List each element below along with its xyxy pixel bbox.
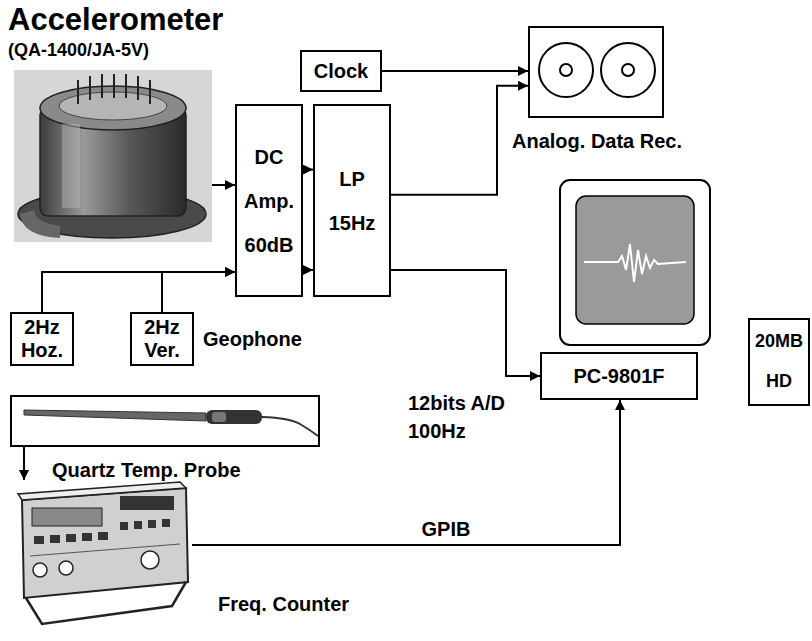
- frequency-counter-drawing-part: [82, 533, 92, 541]
- filter-box: LP 15Hz: [313, 104, 391, 297]
- counter-figure: Freq. Counter: [10, 480, 192, 625]
- monitor-drawing: [560, 180, 710, 345]
- frequency-counter-drawing-part: [30, 544, 180, 556]
- node-text: 2Hz Hoz.: [12, 316, 72, 362]
- accelerometer-photo-part: [113, 74, 115, 98]
- node-heading: Quartz Temp. Probe: [52, 459, 241, 482]
- node-heading: Analog. Data Rec.: [512, 130, 682, 153]
- clock-box: Clock: [300, 50, 382, 92]
- signal-connector: [391, 86, 528, 195]
- amplifier-box: DC Amp. 60dB: [235, 104, 303, 297]
- frequency-counter-drawing-part: [162, 519, 170, 527]
- node-text: PC-9801F: [573, 364, 664, 388]
- recorder-box: Analog. Data Rec.: [528, 26, 664, 118]
- frequency-counter-drawing-part: [120, 522, 128, 530]
- node-text: LP 15Hz: [315, 157, 389, 245]
- frequency-counter-drawing-part: [66, 534, 76, 542]
- accelerometer-photo-part: [149, 80, 151, 104]
- tape-reels-part: [601, 43, 655, 97]
- geophone-box: 2Hz Ver.: [130, 312, 194, 366]
- probe-box: Quartz Temp. Probe: [10, 395, 320, 447]
- signal-connector: [162, 272, 235, 312]
- temperature-probe-drawing: [24, 410, 318, 436]
- node-heading: Freq. Counter: [218, 593, 349, 616]
- accelerometer-photo-part: [62, 124, 80, 208]
- accelerometer-photo: [14, 70, 212, 242]
- accelerometer-photo-part: [20, 210, 60, 238]
- node-text: DC Amp. 60dB: [237, 135, 301, 267]
- group-label: Geophone: [203, 328, 302, 351]
- frequency-counter-drawing-part: [98, 532, 108, 540]
- frequency-counter-drawing-part: [148, 520, 156, 528]
- temperature-probe-drawing-part: [262, 417, 318, 436]
- tape-reels-part: [622, 64, 634, 76]
- frequency-counter-drawing-part: [22, 488, 188, 598]
- frequency-counter-drawing: [18, 482, 188, 624]
- frequency-counter-drawing-part: [34, 536, 44, 544]
- computer-box: PC-9801F: [540, 352, 698, 400]
- accelerometer-photo-part: [14, 70, 212, 242]
- accelerometer-photo-part: [89, 76, 91, 100]
- disk-box: 20MB HD: [748, 318, 810, 406]
- temperature-probe-drawing-part: [206, 410, 262, 424]
- tape-reels-part: [560, 64, 572, 76]
- accelerometer-photo-part: [101, 74, 103, 98]
- accelerometer-photo-part: [125, 74, 127, 98]
- signal-connector: [23, 447, 25, 480]
- node-text: 20MB HD: [750, 322, 808, 401]
- frequency-counter-drawing-part: [26, 582, 186, 624]
- accelerometer-photo-part: [137, 76, 139, 100]
- geophone-box: 2Hz Hoz.: [10, 312, 74, 366]
- monitor-drawing-part: [576, 196, 694, 324]
- signal-connector: [192, 400, 620, 545]
- frequency-counter-drawing-part: [141, 551, 159, 569]
- frequency-counter-drawing-part: [134, 521, 142, 529]
- node-text: 2Hz Ver.: [132, 316, 192, 362]
- signal-connector: [391, 270, 540, 376]
- monitor-drawing-part: [584, 244, 686, 282]
- model-number: (QA-1400/JA-5V): [8, 40, 149, 61]
- temperature-probe-drawing-part: [212, 412, 226, 422]
- frequency-counter-drawing-part: [32, 508, 102, 526]
- diagram-title: Accelerometer: [8, 2, 223, 38]
- frequency-counter-drawing-part: [59, 561, 73, 575]
- signal-connector: [303, 269, 313, 271]
- tape-reels-part: [539, 43, 593, 97]
- frequency-counter-drawing-part: [33, 563, 47, 577]
- monitor-drawing-part: [560, 180, 710, 345]
- signal-connector: [42, 272, 235, 312]
- temperature-probe-drawing-part: [24, 410, 206, 421]
- frequency-counter-drawing-part: [50, 535, 60, 543]
- spec-label: 100Hz: [408, 420, 466, 443]
- frequency-counter-drawing-part: [120, 496, 174, 510]
- signal-connector: [303, 169, 313, 171]
- spec-label: 12bits A/D: [408, 392, 505, 415]
- tape-reels: [539, 43, 655, 97]
- bus-label: GPIB: [420, 518, 473, 541]
- accelerometer-photo-part: [77, 80, 79, 104]
- signal-wire: [212, 184, 235, 186]
- signal-connector: [382, 70, 528, 72]
- node-text: Clock: [314, 59, 368, 83]
